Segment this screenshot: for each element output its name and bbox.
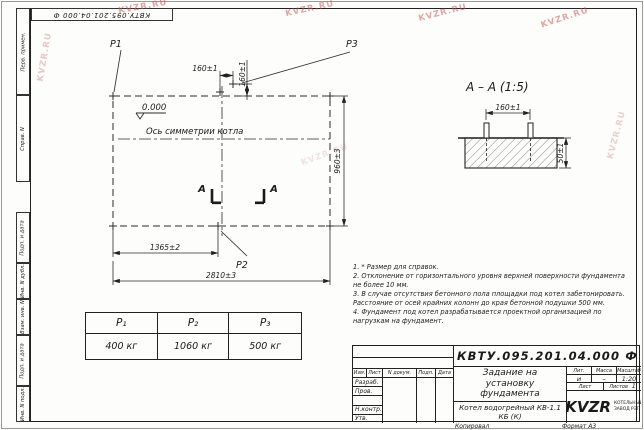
title-block: Изм. Лист N докум. Подп. Дата Разраб. Пр… [352, 345, 641, 423]
load-table-header-p2: P₂ [157, 313, 230, 334]
load-table-header-p1: P₁ [86, 313, 158, 334]
margin-label: Инв. N подл. [20, 386, 26, 422]
margin-label: Подп. и дата [20, 219, 26, 256]
sheet-label: Лист [566, 382, 603, 390]
col-header-podp: Подп. [416, 368, 435, 377]
product-name: Котел водогрейный КВ-1.1 КБ (К) [453, 401, 566, 423]
sig-row-nkontr: Н.контр. [353, 404, 382, 414]
col-header-izm: Изм. [353, 368, 366, 376]
margin-label: Перв. примен. [20, 32, 27, 71]
sig-name-column [382, 377, 416, 423]
kvzr-logo: KVZR [566, 398, 611, 416]
kvzr-logo-subtitle: КОТЕЛЬНЫЙ ЗАВОД РЭП [614, 401, 641, 412]
sig-row-utv: Утв. [353, 413, 382, 423]
margin-box-perv-primen: Перв. примен. [16, 8, 30, 95]
col-header-docnum: N докум. [382, 368, 416, 377]
top-doc-number-text: КВТУ.095.201.04.000 Ф [53, 10, 151, 19]
sig-row-razrab: Разраб. [353, 377, 382, 386]
sheets-label: Листов [609, 383, 628, 390]
load-table: P₁ P₂ P₃ 400 кг 1060 кг 500 кг [85, 312, 302, 360]
margin-box-inv-podl: Инв. N подл. [16, 386, 30, 422]
load-table-value-p2: 1060 кг [158, 334, 230, 359]
mass-value: – [591, 374, 616, 382]
logo-sub-line2: ЗАВОД РЭП [613, 407, 641, 412]
sheets-value: 1 [631, 383, 636, 390]
top-doc-number-stamp: КВТУ.095.201.04.000 Ф [31, 8, 173, 21]
margin-label: Справ. N [20, 126, 27, 151]
margin-label: Взам. инв. N [20, 300, 26, 334]
mass-header: Масса [591, 366, 616, 374]
lit-header: Лит. [566, 366, 591, 374]
company-logo-cell: KVZR КОТЕЛЬНЫЙ ЗАВОД РЭП [566, 390, 641, 423]
col-header-data: Дата [435, 368, 453, 377]
margin-box-podp-data-2: Подп. и дата [16, 335, 30, 386]
note-1: 1. * Размер для справок. [353, 263, 439, 271]
load-table-value-p1: 400 кг [86, 334, 158, 359]
logo-sub-line1: КОТЕЛЬНЫЙ [613, 401, 641, 407]
note-4: 4. Фундамент под котел разрабатывается п… [353, 308, 602, 325]
doc-number: КВТУ.095.201.04.000 Ф [453, 346, 641, 366]
margin-label: Подп. и дата [20, 342, 26, 379]
sig-row-prov: Пров. [353, 386, 382, 395]
change-row-2 [353, 357, 453, 368]
sheets-cell: Листов 1 [603, 382, 641, 390]
margin-box-vzam-inv: Взам. инв. N [16, 299, 30, 335]
notes-block: 1. * Размер для справок. 2. Отклонение о… [353, 263, 635, 326]
note-2: 2. Отклонение от горизонтального уровня … [353, 272, 625, 289]
kopiroval-label: Копировал [455, 422, 490, 430]
scale-value: 1:20 [616, 374, 641, 382]
change-row-1 [353, 346, 453, 357]
sheet-frame [30, 8, 637, 422]
note-3: 3. В случае отсутствия бетонного пола пл… [353, 290, 625, 307]
sig-podp-column [416, 377, 435, 423]
sig-row-blank [353, 395, 382, 404]
sheet-format-label: Формат А3 [562, 422, 597, 430]
load-table-header-p3: P₃ [229, 313, 301, 334]
margin-box-inv-dubl: Инв. N дубл. [16, 263, 30, 299]
margin-box-podp-data-1: Подп. и дата [16, 212, 30, 263]
margin-box-sprav-n: Справ. N [16, 95, 30, 182]
margin-label: Инв. N дубл. [20, 264, 27, 298]
lit-value: и [566, 374, 591, 382]
load-table-value-p3: 500 кг [249, 341, 282, 352]
col-header-list: Лист [366, 368, 382, 377]
sig-date-column [435, 377, 453, 423]
drawing-title: Задание на установку фундамента [453, 366, 566, 401]
scale-header: Масштаб [616, 366, 641, 374]
